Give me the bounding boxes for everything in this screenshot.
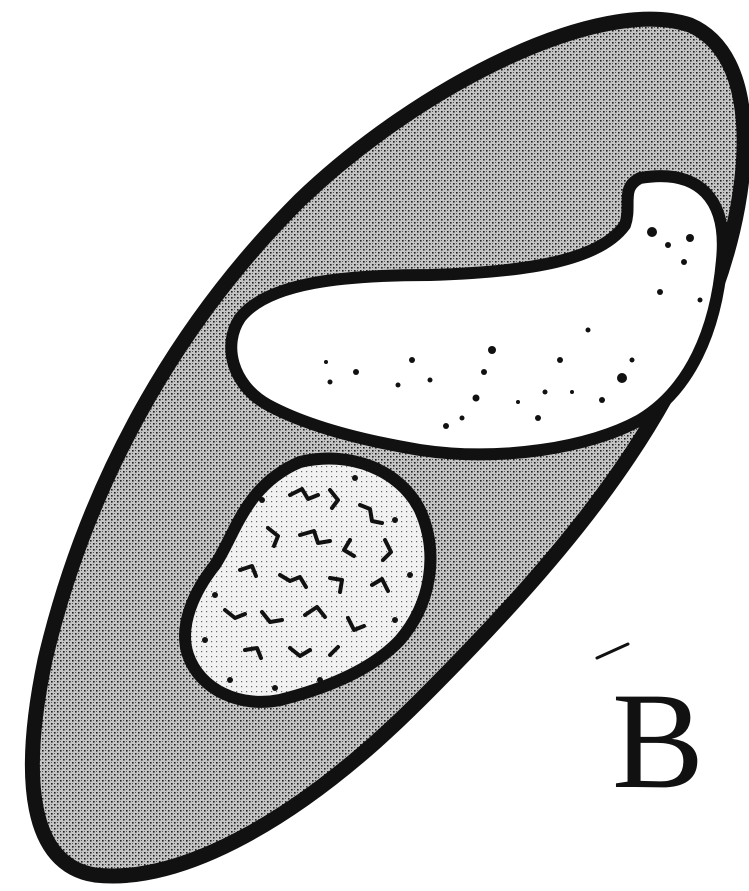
panel-label: B — [612, 672, 704, 810]
pointer-stroke — [597, 644, 628, 658]
